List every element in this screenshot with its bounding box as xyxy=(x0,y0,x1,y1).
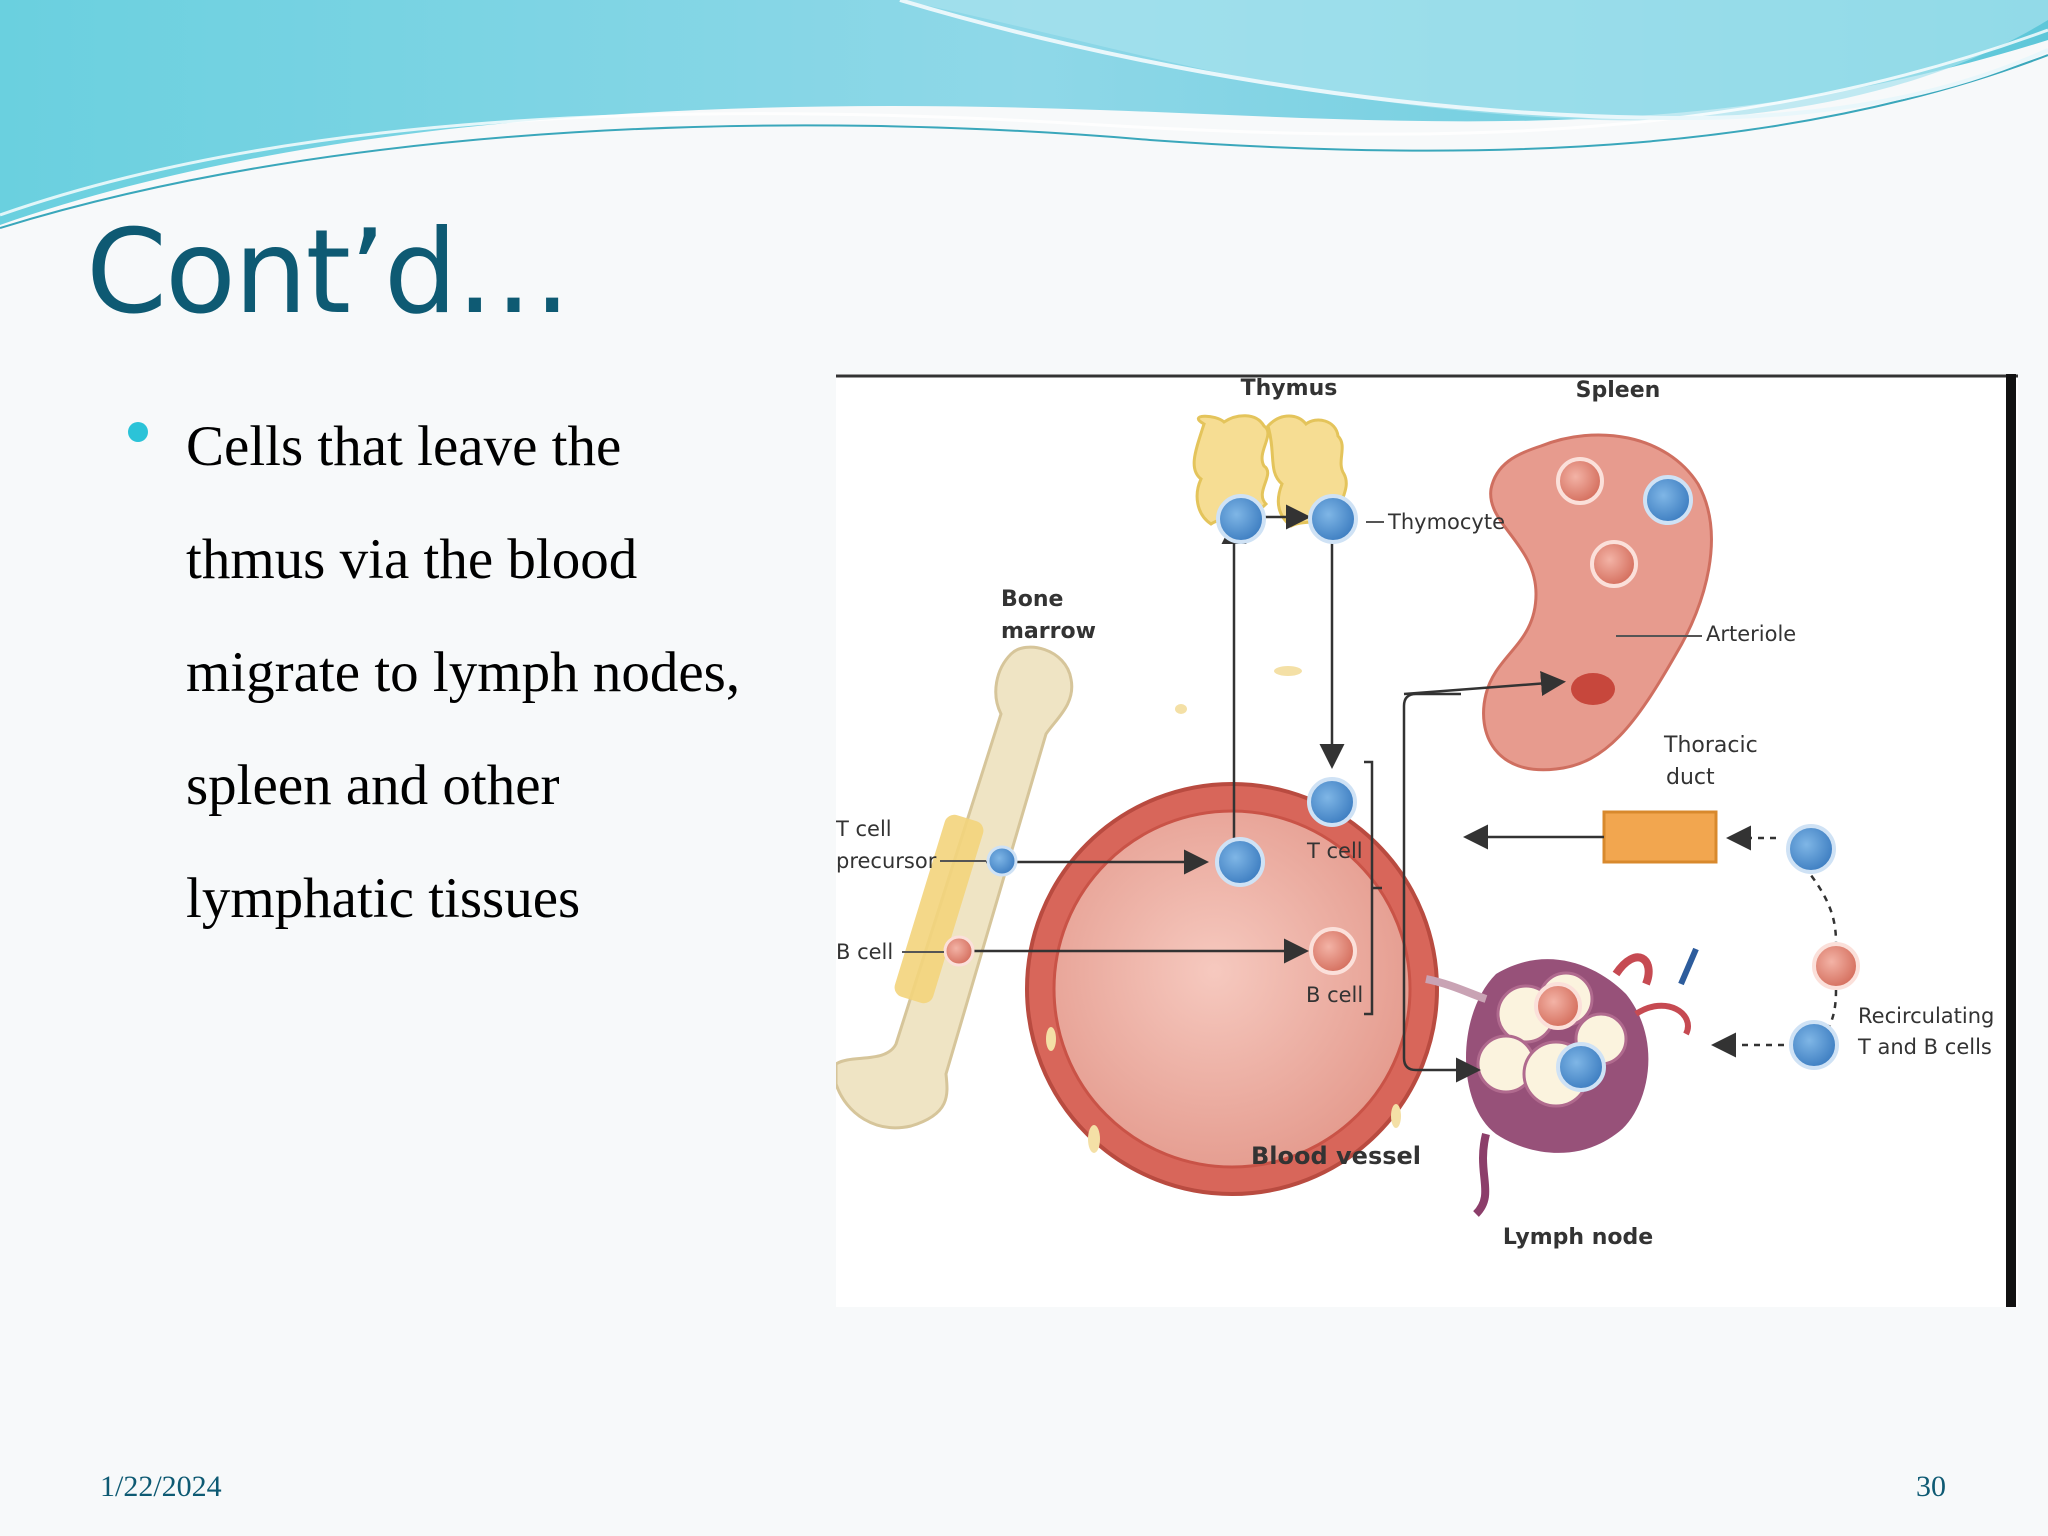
t-cell xyxy=(1786,824,1836,874)
t-cell xyxy=(1643,475,1693,525)
bullet-list: Cells that leave the thmus via the blood… xyxy=(126,390,816,955)
t-cell-precursor-label: precursor xyxy=(836,849,937,873)
b-cell xyxy=(1556,457,1604,505)
b-cell xyxy=(1534,982,1582,1030)
t-cell xyxy=(1216,494,1266,544)
b-cell xyxy=(1812,942,1860,990)
b-cell xyxy=(1590,540,1638,588)
bullet-line: lymphatic tissues xyxy=(186,867,581,930)
arteriole-label: Arteriole xyxy=(1706,622,1796,646)
recirculating-cells-label: Recirculating xyxy=(1858,1004,1994,1028)
t-cell xyxy=(1556,1042,1606,1092)
t-cell-precursor-label: T cell xyxy=(836,817,892,841)
thoracic-duct xyxy=(1602,810,1718,864)
header-wave-decoration xyxy=(0,0,2048,229)
slide-date: 1/22/2024 xyxy=(100,1470,222,1503)
b-cell-label: B cell xyxy=(1306,983,1363,1007)
t-cell xyxy=(1215,837,1265,887)
bullet-point-icon xyxy=(128,422,148,442)
blood-vessel xyxy=(1025,666,1439,1196)
blood-vessel-label: Blood vessel xyxy=(1251,1142,1421,1170)
bullet-line: spleen and other xyxy=(186,754,560,817)
thymus-label: Thymus xyxy=(1241,376,1338,401)
b-cell-left-label: B cell xyxy=(836,940,893,964)
bullet-text: Cells that leave the thmus via the blood… xyxy=(186,390,816,955)
b-cell xyxy=(1309,927,1357,975)
thoracic-duct-label: duct xyxy=(1666,765,1715,790)
lymphocyte-migration-diagram: Thymus Spleen Bone marrow Blood vessel T… xyxy=(836,374,2018,1307)
slide-page-number: 30 xyxy=(1916,1470,1946,1503)
t-cell-label: T cell xyxy=(1306,839,1363,863)
spleen-label: Spleen xyxy=(1576,378,1661,403)
thoracic-duct-label: Thoracic xyxy=(1663,733,1758,758)
slide-title: Cont’d… xyxy=(86,205,571,340)
thymocyte-label: Thymocyte xyxy=(1387,510,1505,534)
migration-arrows xyxy=(971,504,1838,1083)
lymph-node-label: Lymph node xyxy=(1503,1225,1653,1250)
bone-marrow-label: Bone xyxy=(1001,587,1063,612)
t-cell xyxy=(1789,1020,1839,1070)
t-cell xyxy=(986,845,1018,877)
bullet-line: thmus via the blood xyxy=(186,528,638,591)
t-cell xyxy=(1307,777,1357,827)
lymph-node xyxy=(1425,947,1699,1217)
bullet-line: migrate to lymph nodes, xyxy=(186,641,741,704)
bone-marrow-label: marrow xyxy=(1001,619,1096,644)
bullet-line: Cells that leave the xyxy=(186,415,622,478)
recirculating-cells-label: T and B cells xyxy=(1857,1035,1992,1059)
t-cell xyxy=(1308,494,1358,544)
b-cell xyxy=(943,935,975,967)
